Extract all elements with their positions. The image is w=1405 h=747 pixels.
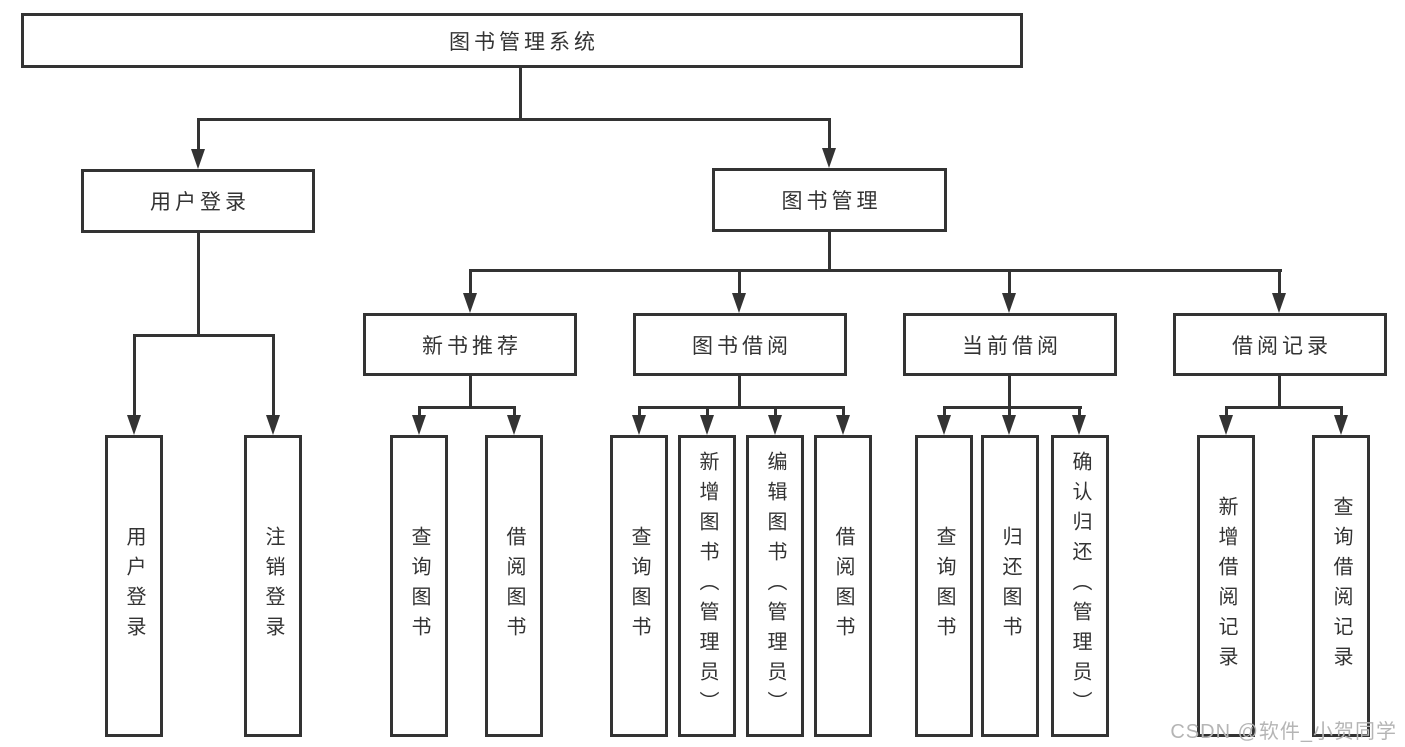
connector-borrow-record-stub bbox=[1278, 376, 1281, 409]
node-current-borrow: 当前借阅 bbox=[903, 313, 1117, 376]
leaf-user-login: 用户登录 bbox=[105, 435, 163, 737]
connector-drop-leaf bbox=[842, 406, 845, 418]
arrow-down-icon bbox=[937, 415, 951, 435]
arrow-down-icon bbox=[1334, 415, 1348, 435]
leaf-add-borrow-record: 新增借阅记录 bbox=[1197, 435, 1255, 737]
arrow-down-icon bbox=[463, 293, 477, 313]
arrow-down-icon bbox=[1272, 293, 1286, 313]
connector-drop-leaf bbox=[638, 406, 641, 418]
arrow-down-icon bbox=[412, 415, 426, 435]
connector-drop-leaf bbox=[418, 406, 421, 418]
connector-book-management-stub bbox=[828, 232, 831, 272]
connector-level3-branch bbox=[469, 269, 1282, 272]
leaf-edit-book-admin: 编辑图书（管理员） bbox=[746, 435, 804, 737]
connector-drop-leaf bbox=[1340, 406, 1343, 418]
connector-user-login-stub bbox=[197, 233, 200, 337]
connector-new-book-stub bbox=[469, 376, 472, 409]
connector-user-login-branch bbox=[133, 334, 275, 337]
node-new-book-recommend: 新书推荐 bbox=[363, 313, 577, 376]
arrow-down-icon bbox=[768, 415, 782, 435]
leaf-query-borrow-record: 查询借阅记录 bbox=[1312, 435, 1370, 737]
arrow-down-icon bbox=[266, 415, 280, 435]
arrow-down-icon bbox=[1002, 293, 1016, 313]
arrow-down-icon bbox=[836, 415, 850, 435]
connector-drop-leaf bbox=[272, 334, 275, 416]
arrow-down-icon bbox=[191, 149, 205, 169]
arrow-down-icon bbox=[1002, 415, 1016, 435]
leaf-recommend-borrow-book: 借阅图书 bbox=[485, 435, 543, 737]
leaf-current-query-book: 查询图书 bbox=[915, 435, 973, 737]
connector-drop-leaf bbox=[1078, 406, 1081, 418]
arrow-down-icon bbox=[632, 415, 646, 435]
connector-drop-leaf bbox=[1008, 406, 1011, 418]
connector-drop-level3 bbox=[1278, 269, 1281, 295]
leaf-return-book: 归还图书 bbox=[981, 435, 1039, 737]
leaf-recommend-query-book: 查询图书 bbox=[390, 435, 448, 737]
connector-root-stub bbox=[519, 68, 522, 121]
connector-drop-leaf bbox=[1225, 406, 1228, 418]
connector-drop-leaf bbox=[706, 406, 709, 418]
connector-root-branch bbox=[197, 118, 831, 121]
connector-drop-leaf bbox=[133, 334, 136, 416]
leaf-confirm-return-admin: 确认归还（管理员） bbox=[1051, 435, 1109, 737]
connector-book-borrow-branch bbox=[638, 406, 845, 409]
connector-current-borrow-branch bbox=[943, 406, 1082, 409]
leaf-add-book-admin: 新增图书（管理员） bbox=[678, 435, 736, 737]
connector-new-book-branch bbox=[418, 406, 516, 409]
arrow-down-icon bbox=[732, 293, 746, 313]
leaf-borrow-book: 借阅图书 bbox=[814, 435, 872, 737]
connector-current-borrow-stub bbox=[1008, 376, 1011, 409]
leaf-logout: 注销登录 bbox=[244, 435, 302, 737]
connector-drop-leaf bbox=[513, 406, 516, 418]
arrow-down-icon bbox=[1219, 415, 1233, 435]
arrow-down-icon bbox=[127, 415, 141, 435]
connector-drop-leaf bbox=[774, 406, 777, 418]
node-borrow-record: 借阅记录 bbox=[1173, 313, 1387, 376]
connector-drop-level3 bbox=[1008, 269, 1011, 295]
connector-book-borrow-stub bbox=[738, 376, 741, 409]
connector-drop-leaf bbox=[943, 406, 946, 418]
node-book-borrow: 图书借阅 bbox=[633, 313, 847, 376]
arrow-down-icon bbox=[822, 148, 836, 168]
arrow-down-icon bbox=[700, 415, 714, 435]
connector-drop-level3 bbox=[738, 269, 741, 295]
connector-borrow-record-branch bbox=[1225, 406, 1343, 409]
connector-drop-level3 bbox=[469, 269, 472, 295]
arrow-down-icon bbox=[1072, 415, 1086, 435]
arrow-down-icon bbox=[507, 415, 521, 435]
watermark: CSDN @软件_小贺同学 bbox=[1170, 721, 1397, 743]
connector-drop-user-login bbox=[197, 118, 200, 152]
leaf-borrow-query-book: 查询图书 bbox=[610, 435, 668, 737]
connector-drop-book-management bbox=[828, 118, 831, 151]
node-root: 图书管理系统 bbox=[21, 13, 1023, 68]
node-user-login: 用户登录 bbox=[81, 169, 315, 233]
node-book-management: 图书管理 bbox=[712, 168, 947, 232]
